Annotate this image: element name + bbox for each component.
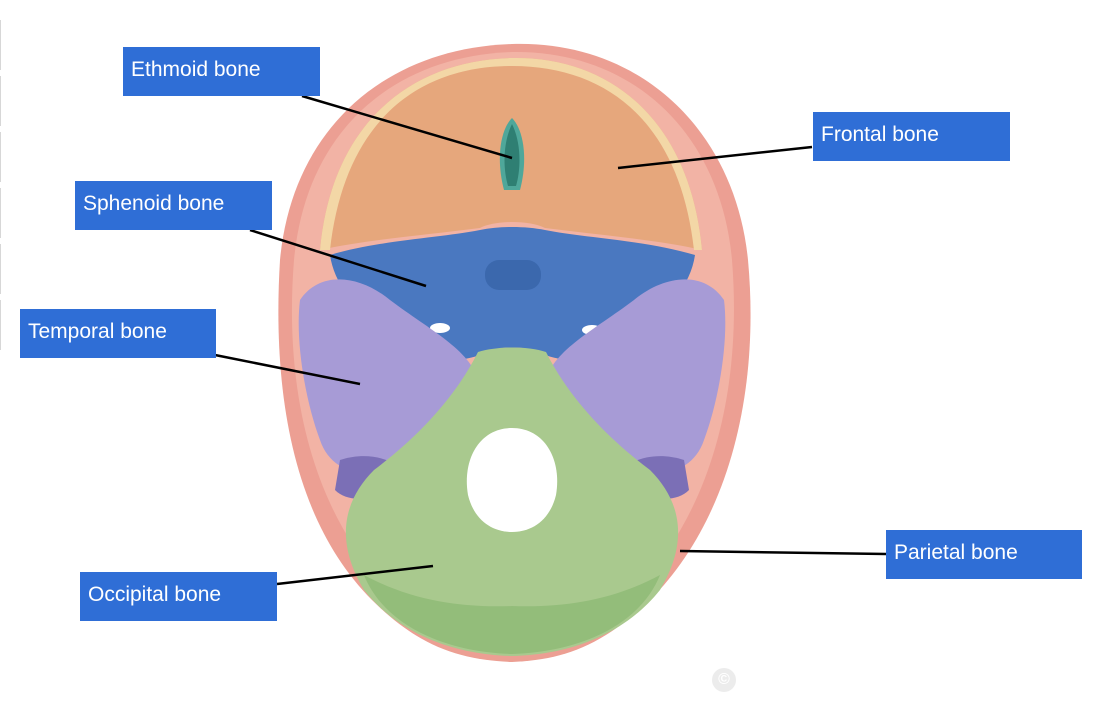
occipital-bone-label: Occipital bone	[80, 572, 277, 621]
leader-lines	[214, 94, 887, 586]
ethmoid-bone-label: Ethmoid bone	[123, 47, 320, 96]
copyright-icon: ©	[712, 668, 736, 692]
foramen-magnum	[466, 428, 558, 532]
parietal-bone-label: Parietal bone	[886, 530, 1082, 579]
sphenoid-bone-label: Sphenoid bone	[75, 181, 272, 230]
left-edge-ticks	[0, 20, 3, 352]
temporal-bone-label: Temporal bone	[20, 309, 216, 358]
frontal-bone-label: Frontal bone	[813, 112, 1010, 161]
